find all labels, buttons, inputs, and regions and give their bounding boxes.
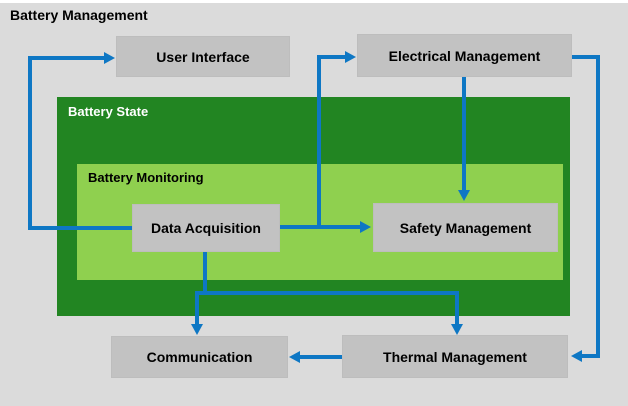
node-safety-management-label: Safety Management xyxy=(399,219,532,236)
node-electrical-management: Electrical Management xyxy=(357,34,572,77)
edge-em-to-thermal-segment xyxy=(596,55,600,358)
edge-em-to-thermal-segment xyxy=(572,55,598,59)
node-thermal-management-label: Thermal Management xyxy=(383,348,527,365)
edge-da-to-em-segment xyxy=(317,55,321,229)
node-communication: Communication xyxy=(111,336,288,378)
arrowhead-into-thermal-management-top xyxy=(451,324,463,335)
edge-da-to-ui-segment xyxy=(28,56,104,60)
edge-da-down-segment xyxy=(203,252,207,293)
edge-da-to-comm-segment xyxy=(195,291,199,324)
edge-em-to-safety-segment xyxy=(462,77,466,190)
edge-da-to-em-segment xyxy=(317,55,345,59)
node-thermal-management: Thermal Management xyxy=(342,335,568,378)
node-communication-label: Communication xyxy=(146,349,253,365)
arrowhead-into-user-interface xyxy=(104,52,115,64)
node-user-interface: User Interface xyxy=(116,36,290,77)
node-data-acquisition-label: Data Acquisition xyxy=(151,220,261,236)
arrowhead-into-safety-management-top xyxy=(458,190,470,201)
battery-monitoring-label: Battery Monitoring xyxy=(88,170,204,185)
edge-thermal-to-comm-segment xyxy=(300,355,342,359)
edge-em-to-thermal-segment xyxy=(582,354,598,358)
top-margin xyxy=(0,0,628,3)
arrowhead-into-safety-management xyxy=(360,221,371,233)
arrowhead-into-communication-right xyxy=(289,351,300,363)
edge-da-split-segment xyxy=(195,291,459,295)
edge-da-to-thermal-segment xyxy=(455,291,459,324)
battery-state-label: Battery State xyxy=(68,104,149,119)
node-electrical-management-label: Electrical Management xyxy=(388,47,541,64)
arrowhead-into-thermal-management-right xyxy=(571,350,582,362)
node-user-interface-label: User Interface xyxy=(156,48,250,65)
arrowhead-into-electrical-management xyxy=(345,51,356,63)
node-data-acquisition: Data Acquisition xyxy=(132,204,280,252)
arrowhead-into-communication-top xyxy=(191,324,203,335)
diagram-title: Battery Management xyxy=(10,7,148,23)
edge-da-to-ui-segment xyxy=(28,56,32,230)
edge-da-to-ui-segment xyxy=(30,226,132,230)
node-safety-management: Safety Management xyxy=(373,203,558,252)
